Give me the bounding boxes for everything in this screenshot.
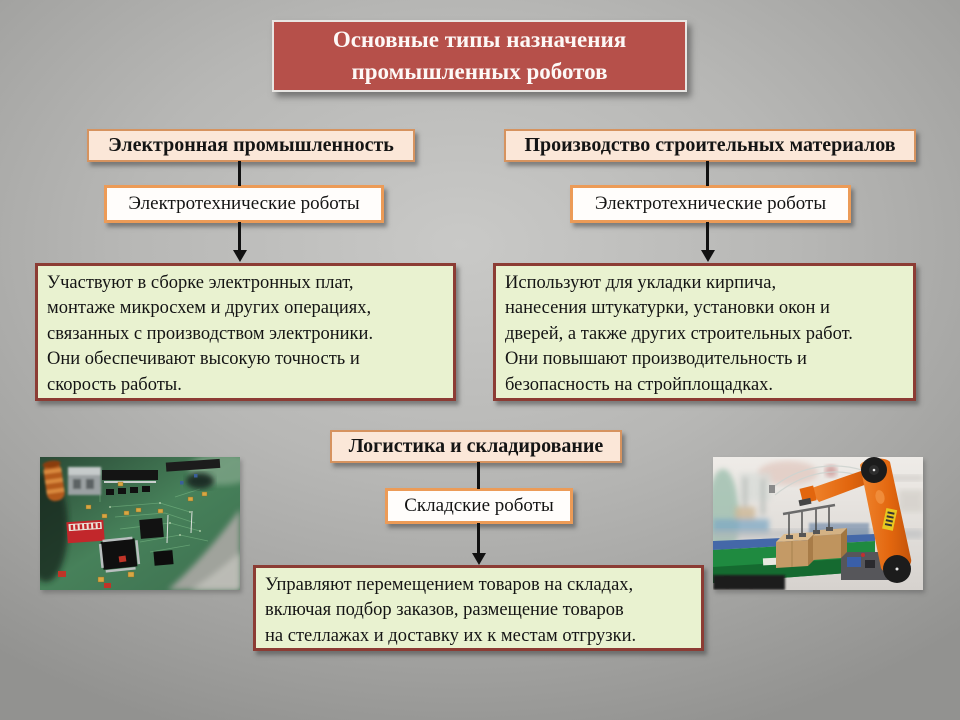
description-line: Используют для укладки кирпича, (505, 273, 777, 293)
connector-line (477, 462, 480, 489)
description-line: нанесения штукатурки, установки окон и (505, 298, 830, 319)
subbox-warehouse-robots: Складские роботы (385, 488, 573, 524)
description-line: Управляют перемещением товаров на склада… (265, 575, 634, 595)
connector-line (706, 161, 709, 186)
description-construction: Используют для укладки кирпича, нанесени… (493, 263, 916, 401)
arrow-down-icon (472, 553, 486, 565)
description-line: Они обеспечивают высокую точность и (47, 349, 360, 370)
subbox-electrotechnical-robots-right: Электротехнические роботы (570, 185, 851, 223)
description-line: связанных с производством электроники. (47, 323, 374, 344)
arrow-down-icon (701, 250, 715, 262)
connector-arrow-line (706, 222, 709, 252)
header-electronics-industry: Электронная промышленность (87, 129, 415, 162)
header-construction-materials: Производство строительных материалов (504, 129, 916, 162)
subbox-electrotechnical-robots-left: Электротехнические роботы (104, 185, 384, 223)
description-line: дверей, а также других строительных рабо… (505, 323, 853, 344)
description-line: Они повышают производительность и (505, 349, 807, 370)
header-logistics-warehousing: Логистика и складирование (330, 430, 622, 463)
description-line: на стеллажах и доставку их к местам отгр… (265, 625, 637, 646)
slide-title: Основные типы назначения промышленных ро… (272, 20, 687, 92)
connector-arrow-line (238, 222, 241, 252)
description-line: безопасность на стройплощадках. (505, 374, 774, 395)
description-logistics: Управляют перемещением товаров на склада… (253, 565, 704, 651)
description-line: включая подбор заказов, размещение товар… (265, 600, 624, 621)
description-line: Участвуют в сборке электронных плат, (47, 273, 354, 293)
warehouse-robot-photo (713, 457, 923, 590)
connector-arrow-line (477, 523, 480, 554)
connector-line (238, 161, 241, 186)
circuit-board-photo (40, 457, 240, 590)
description-line: скорость работы. (47, 374, 182, 395)
arrow-down-icon (233, 250, 247, 262)
description-electronics: Участвуют в сборке электронных плат, мон… (35, 263, 456, 401)
description-line: монтаже микросхем и других операциях, (47, 298, 372, 319)
